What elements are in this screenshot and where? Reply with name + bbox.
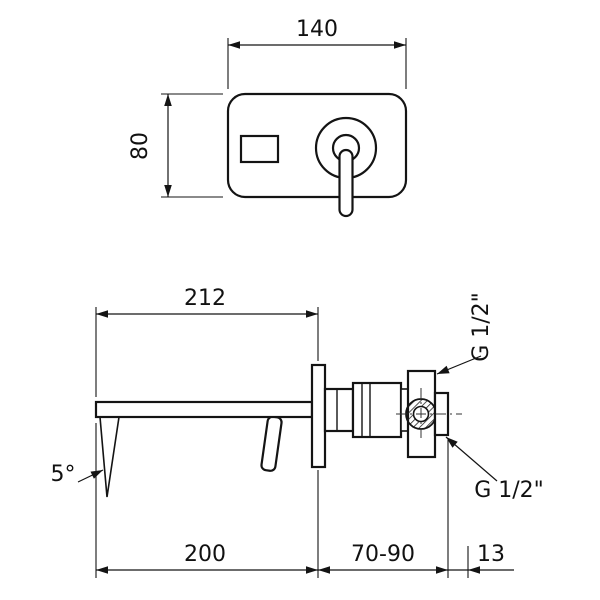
dimension-140: 140 (227, 17, 407, 89)
dimension-212: 212 (95, 286, 319, 397)
annotation-outlet-thread: G 1/2" (445, 436, 544, 503)
angle-label: 5° (51, 462, 76, 487)
arrowhead (446, 437, 458, 448)
arrowhead (164, 185, 172, 197)
dimension-label-height: 80 (128, 132, 153, 160)
spout-side (94, 400, 314, 419)
arrowhead (228, 41, 240, 49)
arrowhead (437, 365, 450, 374)
dimension-chain-bottom: 200 70-90 13 (95, 423, 514, 578)
arrowhead (436, 566, 448, 574)
handle-lever-front (338, 148, 354, 218)
arrowhead (394, 41, 406, 49)
arrowhead (306, 566, 318, 574)
arrowhead (306, 310, 318, 318)
arrowhead (90, 470, 103, 479)
handle-lever-side (260, 415, 283, 472)
dimension-label-depth-range: 70-90 (351, 542, 415, 567)
dimension-label-width: 140 (296, 17, 338, 42)
spout-stream (99, 416, 120, 498)
front-view (226, 92, 408, 218)
dimension-label-length: 200 (184, 542, 226, 567)
annotation-inlet-thread: G 1/2" (436, 292, 494, 375)
side-view (94, 363, 462, 498)
dimension-label-reach: 212 (184, 286, 226, 311)
valve-cartridge-housing (351, 381, 403, 439)
inlet-thread-label: G 1/2" (469, 292, 494, 362)
arrowhead (96, 310, 108, 318)
arrowhead (164, 94, 172, 106)
arrowhead (468, 566, 480, 574)
wall-plate-side (310, 363, 327, 469)
dimension-80: 80 (128, 93, 223, 198)
outlet-thread-label: G 1/2" (474, 478, 544, 503)
dimension-label-offset: 13 (477, 542, 505, 567)
annotation-spout-angle: 5° (51, 462, 104, 487)
logo-window (239, 134, 280, 164)
arrowhead (318, 566, 330, 574)
valve-body-front-section (323, 387, 355, 433)
arrowhead (96, 566, 108, 574)
